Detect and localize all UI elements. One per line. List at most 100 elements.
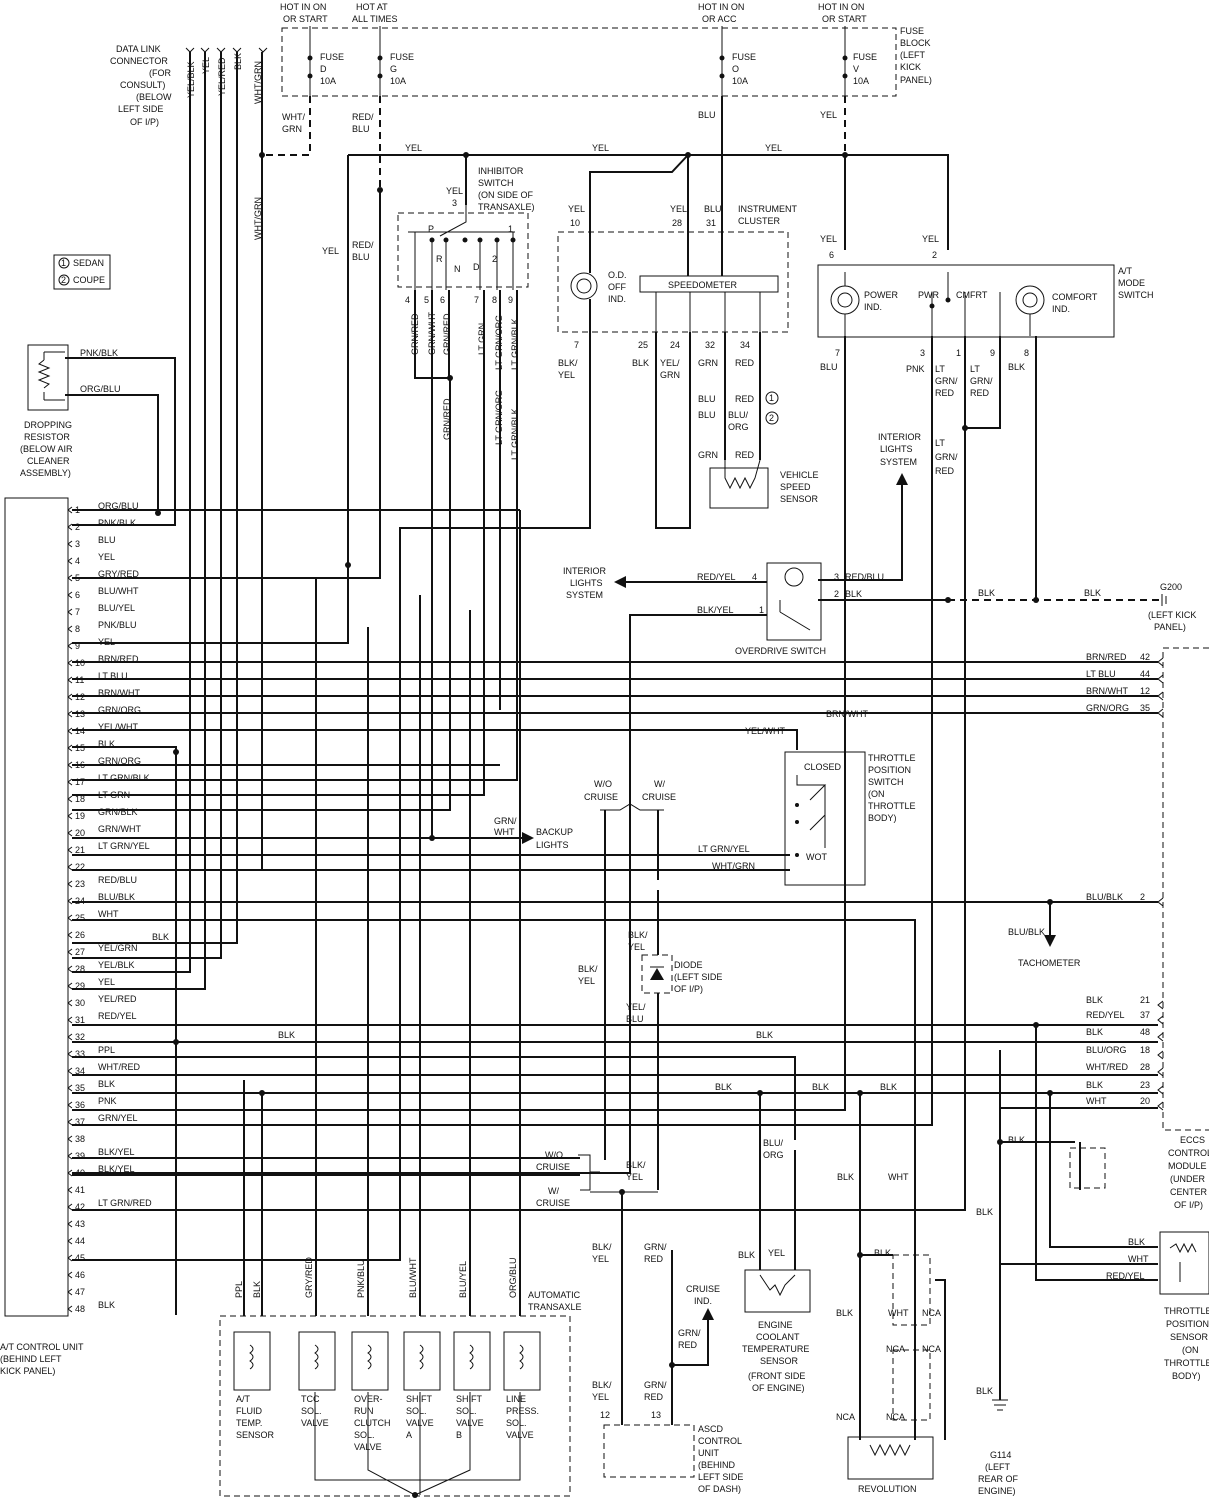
inhibitor-pos-1: 1 <box>508 224 513 234</box>
tcu-pin-terminal <box>67 1305 73 1313</box>
at-mode-wire-3: PNK <box>906 364 925 374</box>
od-off-label-2: OFF <box>608 282 626 292</box>
tcu-pin-num: 3 <box>75 539 80 549</box>
tcu-pin-num: 38 <box>75 1134 85 1144</box>
dr-wire-2: ORG/BLU <box>80 384 121 394</box>
automatic-transaxle: AUTOMATIC TRANSAXLE A/TFLUIDTEMP.SENSORT… <box>219 1290 582 1498</box>
transaxle-comp-label: B <box>456 1430 462 1440</box>
ecm-pin-num: 42 <box>1140 652 1150 662</box>
cluster-wire-24a: YEL/ <box>660 358 680 368</box>
tcu-pin-terminal <box>67 829 73 837</box>
ascd-wire-grnred-2: RED <box>644 1254 664 1264</box>
tcu-pin-wire: LT GRN/BLK <box>98 773 150 783</box>
tcu-pin-wire: LT BLU <box>98 671 128 681</box>
cruise-wo-top-2: CRUISE <box>584 792 618 802</box>
inhibitor-switch: INHIBITOR SWITCH (ON SIDE OF TRANSAXLE) … <box>397 166 535 460</box>
tps-sw-label-3: SWITCH <box>868 777 904 787</box>
inhibitor-wire-7: LT GRN <box>477 323 487 355</box>
blk-965: BLK <box>976 1207 993 1217</box>
transaxle-comp-label: A/T <box>236 1394 251 1404</box>
fuse-v-amp: 10A <box>853 76 869 86</box>
tcu-pin-terminal <box>67 540 73 548</box>
transaxle-comp-label: TEMP. <box>236 1418 262 1428</box>
ect-label-4: SENSOR <box>760 1356 799 1366</box>
instrument-cluster: INSTRUMENT CLUSTER O.D. OFF IND. SPEEDOM… <box>557 204 797 380</box>
at-mode-pin-2: 2 <box>932 250 937 260</box>
ascd-grnred-low-2: RED <box>644 1392 664 1402</box>
at-mode-wire-1e: GRN/ <box>935 452 958 462</box>
inhibitor-pos-2: 2 <box>492 254 497 264</box>
tcu-pin-terminal <box>67 778 73 786</box>
ascd-wire-blkyel-1: BLK/ <box>592 1242 612 1252</box>
tcu-pin-wire: GRN/ORG <box>98 756 141 766</box>
fuse-d-hot-2: OR START <box>283 14 328 24</box>
tcu-pin-terminal <box>67 642 73 650</box>
fuse-o-hot-1: HOT IN ON <box>698 2 744 12</box>
tcu-pin-terminal <box>67 965 73 973</box>
power-ind-1: POWER <box>864 290 899 300</box>
cluster-pin-10: 10 <box>570 218 580 228</box>
tcu-pin-terminal <box>67 1220 73 1228</box>
tcu-pin-num: 7 <box>75 607 80 617</box>
tcu-pin-terminal <box>67 999 73 1007</box>
tps-wot: WOT <box>806 852 827 862</box>
inhibitor-wire-6: GRN/RED <box>442 313 452 355</box>
tcu-pin-terminal <box>67 591 73 599</box>
cluster-top-wire-10: YEL <box>568 204 585 214</box>
cluster-label-1: INSTRUMENT <box>738 204 797 214</box>
tcu-label-1: A/T CONTROL UNIT <box>0 1342 84 1352</box>
comfort-ind-1: COMFORT <box>1052 292 1098 302</box>
tcu-pin-num: 33 <box>75 1049 85 1059</box>
dlc-label-4: CONSULT) <box>120 80 165 90</box>
engine-coolant-temp-sensor: ENGINE COOLANT TEMPERATURE SENSOR (FRONT… <box>742 1269 811 1393</box>
ecm-pin-num: 18 <box>1140 1045 1150 1055</box>
dropping-resistor-label-2: RESISTOR <box>24 432 70 442</box>
tcu-pin-terminal <box>67 1118 73 1126</box>
tcu-pin-terminal <box>67 744 73 752</box>
ascd-label-3: UNIT <box>698 1448 719 1458</box>
ecm-pin-num: 2 <box>1140 892 1145 902</box>
fuse-block-label-3: (LEFT <box>900 50 926 60</box>
int-lights-mid-3: SYSTEM <box>566 590 603 600</box>
blk-35c: BLK <box>880 1082 897 1092</box>
tcu-pin-wire: BLU/BLK <box>98 892 135 902</box>
tcu-pin-wire: YEL <box>98 552 115 562</box>
cruise-w-top-1: W/ <box>654 779 665 789</box>
ect-wire-blk: BLK <box>738 1250 755 1260</box>
tps-sw-label-1: THROTTLE <box>868 753 916 763</box>
fuse-v-hot-1: HOT IN ON <box>818 2 864 12</box>
tps-sw-label-5: THROTTLE <box>868 801 916 811</box>
ect-label-2: COOLANT <box>756 1332 800 1342</box>
ecm-pin-terminal <box>1157 657 1164 667</box>
od-wire-2: BLK <box>845 589 862 599</box>
tcu-pin-num: 36 <box>75 1100 85 1110</box>
tcu-pin-num: 9 <box>75 641 80 651</box>
inhibitor-pin-8: 8 <box>492 295 497 305</box>
legend: 1 SEDAN 2 COUPE <box>53 254 111 290</box>
tx-wire-pnkblu: PNK/BLU <box>356 1259 366 1298</box>
tps-label-2: POSITION <box>1166 1319 1209 1329</box>
at-mode-wire-1c: RED <box>935 388 955 398</box>
ascd-blkyel-low-1: BLK/ <box>592 1380 612 1390</box>
ect-wire-bluorg-2: ORG <box>763 1150 784 1160</box>
inhibitor-label-2: SWITCH <box>478 178 514 188</box>
tps-label-4: (ON <box>1182 1345 1199 1355</box>
int-lights-mid-1: INTERIOR <box>563 566 607 576</box>
tx-wire-orgblu: ORG/BLU <box>508 1257 518 1298</box>
cluster-pin-31: 31 <box>706 218 716 228</box>
transaxle-comp-label: SOL. <box>406 1406 427 1416</box>
ecm-pin-wire: BRN/WHT <box>1086 686 1128 696</box>
tcu-pin-wire: RED/BLU <box>98 875 137 885</box>
fuse-block: FUSE BLOCK (LEFT KICK PANEL) HOT IN ON O… <box>280 2 932 134</box>
vss-wire-grn1: BLU <box>698 394 716 404</box>
transaxle-comp-label: SENSOR <box>236 1430 275 1440</box>
tcu-pin-wire: WHT <box>98 909 119 919</box>
cluster-top-wire-31: BLU <box>704 204 722 214</box>
fuse-o-hot-2: OR ACC <box>702 14 737 24</box>
fuse-block-label-1: FUSE <box>900 26 924 36</box>
tcu-pin-terminal <box>67 1288 73 1296</box>
ect-label-1: ENGINE <box>758 1320 793 1330</box>
g114-name: G114 <box>990 1450 1011 1460</box>
